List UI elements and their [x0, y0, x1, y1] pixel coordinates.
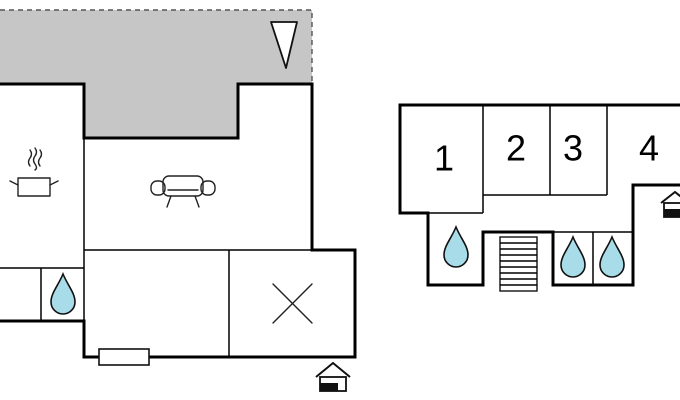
room-4-label: 4	[639, 128, 659, 169]
room-1-label: 1	[434, 138, 454, 179]
window-icon	[98, 348, 150, 366]
upper-floor: 1 2 3 4	[398, 103, 680, 292]
entrance-house-icon	[315, 361, 351, 392]
terrace-boundary	[0, 9, 313, 84]
entrance-house-icon	[660, 190, 680, 218]
water-drop-icon	[443, 224, 469, 268]
ground-floor	[0, 9, 357, 392]
water-drop-icon	[560, 234, 586, 278]
stairs-icon	[499, 236, 538, 292]
compass-triangle-icon	[270, 21, 298, 69]
bed-cross-icon	[272, 283, 313, 324]
ground-outer-wall	[0, 82, 357, 359]
upper-outer-wall	[398, 103, 680, 287]
water-drop-icon	[50, 271, 76, 315]
room-2-label: 2	[506, 128, 526, 169]
pot-icon	[9, 147, 59, 197]
room-3-label: 3	[563, 128, 583, 169]
terrace-area	[0, 10, 312, 138]
sofa-icon	[150, 175, 216, 208]
water-drop-icon	[599, 234, 625, 278]
